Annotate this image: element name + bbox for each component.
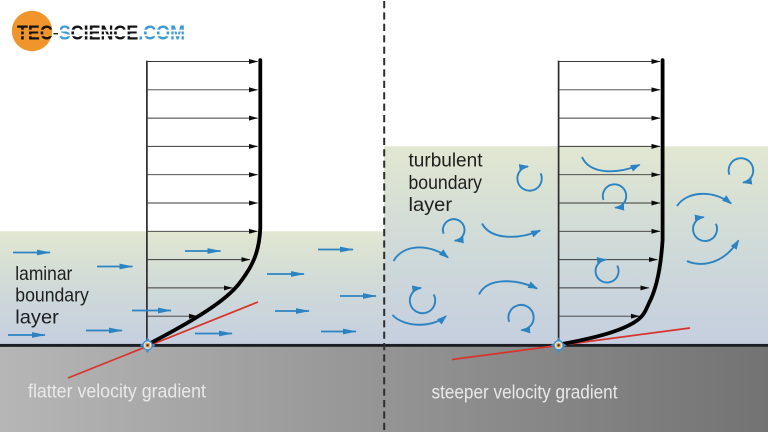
svg-text:boundary: boundary xyxy=(409,172,483,194)
svg-text:steeper velocity gradient: steeper velocity gradient xyxy=(432,382,619,403)
svg-text:turbulent: turbulent xyxy=(409,150,484,172)
svg-text:TEC-SCIENCE.COM: TEC-SCIENCE.COM xyxy=(17,21,185,44)
svg-text:flatter velocity gradient: flatter velocity gradient xyxy=(28,382,207,403)
svg-text:laminar: laminar xyxy=(15,263,72,285)
svg-text:boundary: boundary xyxy=(15,285,89,307)
svg-text:layer: layer xyxy=(409,194,453,216)
svg-text:layer: layer xyxy=(15,307,59,329)
